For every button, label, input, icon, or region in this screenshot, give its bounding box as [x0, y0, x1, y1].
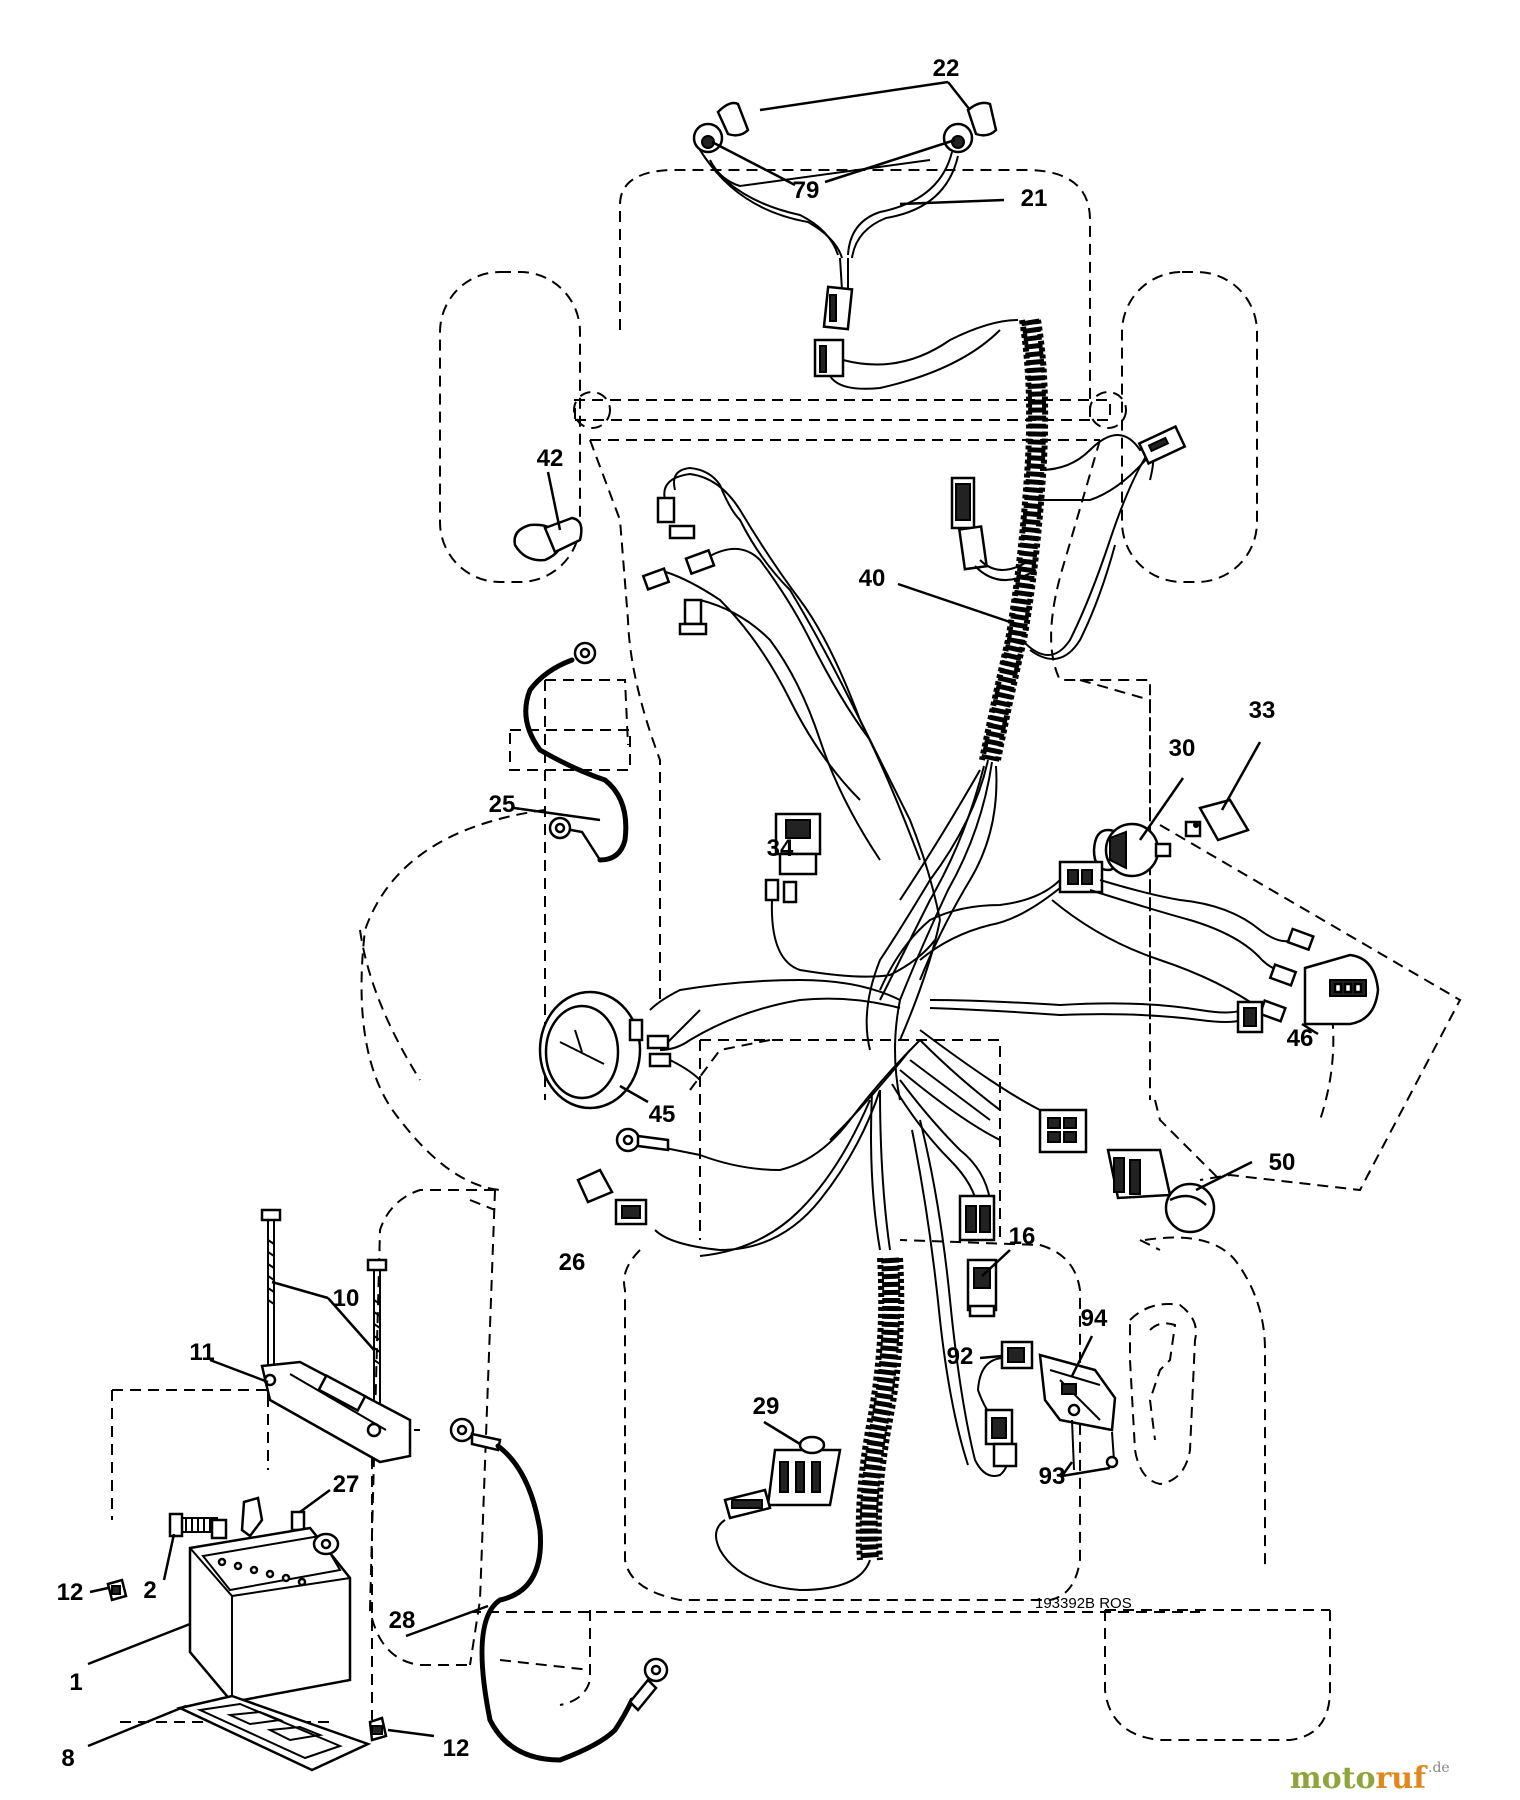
main-harness-loom — [865, 318, 1187, 1101]
battery-tray-8 — [176, 1694, 372, 1772]
watermark-suffix: .de — [1428, 1760, 1450, 1776]
battery-hold-down-bracket — [260, 1360, 412, 1464]
seat-switch-29 — [723, 1435, 842, 1520]
battery-1 — [188, 1518, 352, 1704]
label-21: 21 — [1021, 185, 1048, 212]
label-92: 92 — [947, 1343, 974, 1370]
label-1: 1 — [69, 1669, 82, 1696]
label-50: 50 — [1269, 1149, 1296, 1176]
svg-text:motoruf: motoruf — [1290, 1761, 1428, 1796]
headlight-bulb-left — [692, 101, 750, 154]
switch-34 — [764, 812, 936, 978]
label-45: 45 — [649, 1101, 676, 1128]
label-46: 46 — [1287, 1025, 1314, 1052]
gauge-45 — [538, 990, 701, 1110]
hour-meter-46 — [1303, 953, 1380, 1026]
label-25: 25 — [489, 791, 516, 818]
label-93: 93 — [1039, 1463, 1066, 1490]
part-number-labels: 22 79 21 42 40 33 30 25 34 46 45 50 16 2… — [57, 55, 1314, 1772]
upper-left-terminals — [641, 466, 941, 1041]
label-30: 30 — [1169, 735, 1196, 762]
label-22: 22 — [933, 55, 960, 82]
label-11: 11 — [189, 1339, 214, 1366]
label-27: 27 — [333, 1471, 360, 1498]
terminal-boot-42 — [513, 516, 583, 562]
nut-12-left — [106, 1578, 128, 1602]
interlock-switch-94 — [976, 1340, 1119, 1471]
label-79: 79 — [793, 177, 820, 204]
nut-12-right — [368, 1716, 388, 1742]
leader-lines — [87, 80, 1319, 1748]
label-29: 29 — [753, 1393, 780, 1420]
label-16: 16 — [1009, 1223, 1036, 1250]
label-28: 28 — [389, 1607, 416, 1634]
multi-pin-connector — [1038, 1108, 1088, 1154]
battery-cable-28 — [449, 1417, 669, 1763]
dash-wiring — [649, 879, 1315, 1477]
hour-meter-connector — [1236, 1000, 1264, 1034]
label-40: 40 — [859, 565, 886, 592]
relay-16 — [958, 1194, 998, 1318]
harness-connector-middle — [950, 476, 1037, 582]
label-34: 34 — [767, 835, 794, 862]
watermark-part1: moto — [1290, 1761, 1376, 1796]
label-12-left: 12 — [57, 1579, 84, 1606]
label-26: 26 — [559, 1249, 586, 1276]
battery-nut-27 — [290, 1510, 306, 1532]
eyelet-terminal — [615, 1127, 670, 1153]
watermark-part2: ruf — [1375, 1761, 1428, 1796]
label-94: 94 — [1081, 1305, 1108, 1332]
fuse-holder-26 — [576, 1168, 648, 1226]
harness-connector-right — [1137, 424, 1187, 466]
watermark-logo: motoruf .de — [1290, 1760, 1450, 1796]
module-33 — [1184, 798, 1250, 842]
label-2: 2 — [143, 1577, 156, 1604]
pto-switch-50 — [1106, 1148, 1216, 1234]
label-12-right: 12 — [443, 1735, 470, 1762]
headlight-harness — [692, 101, 1019, 390]
ignition-switch-30 — [1058, 822, 1172, 894]
label-33: 33 — [1249, 697, 1276, 724]
label-8: 8 — [61, 1745, 74, 1772]
seat-bracket-outline — [1129, 1303, 1197, 1486]
label-42: 42 — [537, 445, 564, 472]
headlight-bulb-right — [942, 101, 998, 154]
label-10: 10 — [333, 1285, 360, 1312]
ground-cable-25 — [523, 641, 629, 863]
drawing-reference-code: 193392B ROS — [1035, 1595, 1132, 1612]
lower-harness-loom — [715, 1257, 905, 1592]
